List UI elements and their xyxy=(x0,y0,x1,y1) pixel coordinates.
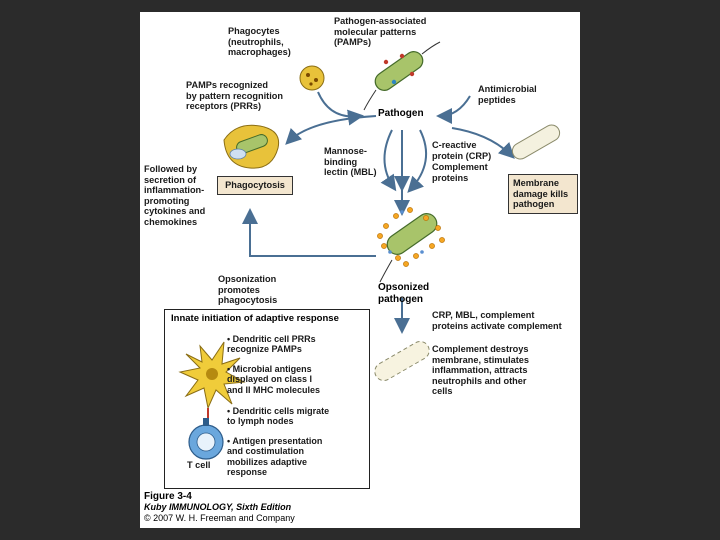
diagram-graphics xyxy=(178,41,561,460)
bullet-3: • Dendritic cells migrate to lymph nodes xyxy=(227,406,330,427)
arrow-opsonized-to-phagocytosis xyxy=(242,208,376,257)
label-opsonization: Opsonization promotes phagocytosis xyxy=(218,274,278,306)
caption-copyright: © 2007 W. H. Freeman and Company xyxy=(144,513,295,523)
label-mannose: Mannose- binding lectin (MBL) xyxy=(324,146,377,178)
label-pathogen: Pathogen xyxy=(378,108,424,119)
phagocytosis-box: Phagocytosis xyxy=(217,176,293,195)
figure-caption: Figure 3-4 Kuby IMMUNOLOGY, Sixth Editio… xyxy=(144,491,295,524)
label-complement-proteins: Complement proteins xyxy=(432,162,488,183)
label-crp-mbl: CRP, MBL, complement proteins activate c… xyxy=(432,310,562,331)
arrows xyxy=(242,91,515,334)
label-followed-by: Followed by secretion of inflammation- p… xyxy=(144,164,206,227)
innate-response-panel: Innate initiation of adaptive response •… xyxy=(164,309,370,489)
arrow-pathogen-to-membrane xyxy=(451,127,515,159)
bullet-1: • Dendritic cell PRRs recognize PAMPs xyxy=(227,334,316,355)
bullet-2: • Microbial antigens displayed on class … xyxy=(227,364,321,395)
label-t-cell: T cell xyxy=(187,460,211,470)
arrow-mbl-path xyxy=(380,129,397,192)
arrow-complement-path xyxy=(407,129,427,193)
caption-book: Kuby IMMUNOLOGY, Sixth Edition xyxy=(144,502,292,512)
phagocyte-engulfing xyxy=(223,124,280,169)
label-phagocytes: Phagocytes (neutrophils, macrophages) xyxy=(228,26,291,58)
damaged-bacterium xyxy=(511,124,561,160)
bullet-4: • Antigen presentation and costimulation… xyxy=(227,436,323,478)
dendritic-cell xyxy=(178,341,246,420)
arrow-phagocyte-to-pathogen xyxy=(317,91,364,126)
phagocyte-small xyxy=(299,65,325,91)
arrow-antimicrobial-to-pathogen xyxy=(436,95,471,124)
innate-panel-title: Innate initiation of adaptive response xyxy=(171,313,339,324)
label-opsonized: Opsonized pathogen xyxy=(378,282,430,305)
caption-figure: Figure 3-4 xyxy=(144,491,192,502)
label-pamps-recognized: PAMPs recognized by pattern recognition … xyxy=(186,80,283,112)
label-complement-destroys: Complement destroys membrane, stimulates… xyxy=(432,344,530,397)
figure-panel: Phagocytes (neutrophils, macrophages) Pa… xyxy=(140,12,580,528)
destroyed-bacterium xyxy=(374,341,430,381)
membrane-damage-box: Membrane damage kills pathogen xyxy=(508,174,578,214)
label-pamps: Pathogen-associated molecular patterns (… xyxy=(334,16,427,48)
label-antimicrobial: Antimicrobial peptides xyxy=(478,84,537,105)
arrow-pathogen-to-phagocyte xyxy=(285,115,377,145)
opsonized-bacterium xyxy=(377,207,445,283)
pathogen-bacterium xyxy=(363,41,441,111)
label-crp: C-reactive protein (CRP) xyxy=(432,140,492,161)
t-cell xyxy=(188,418,224,460)
